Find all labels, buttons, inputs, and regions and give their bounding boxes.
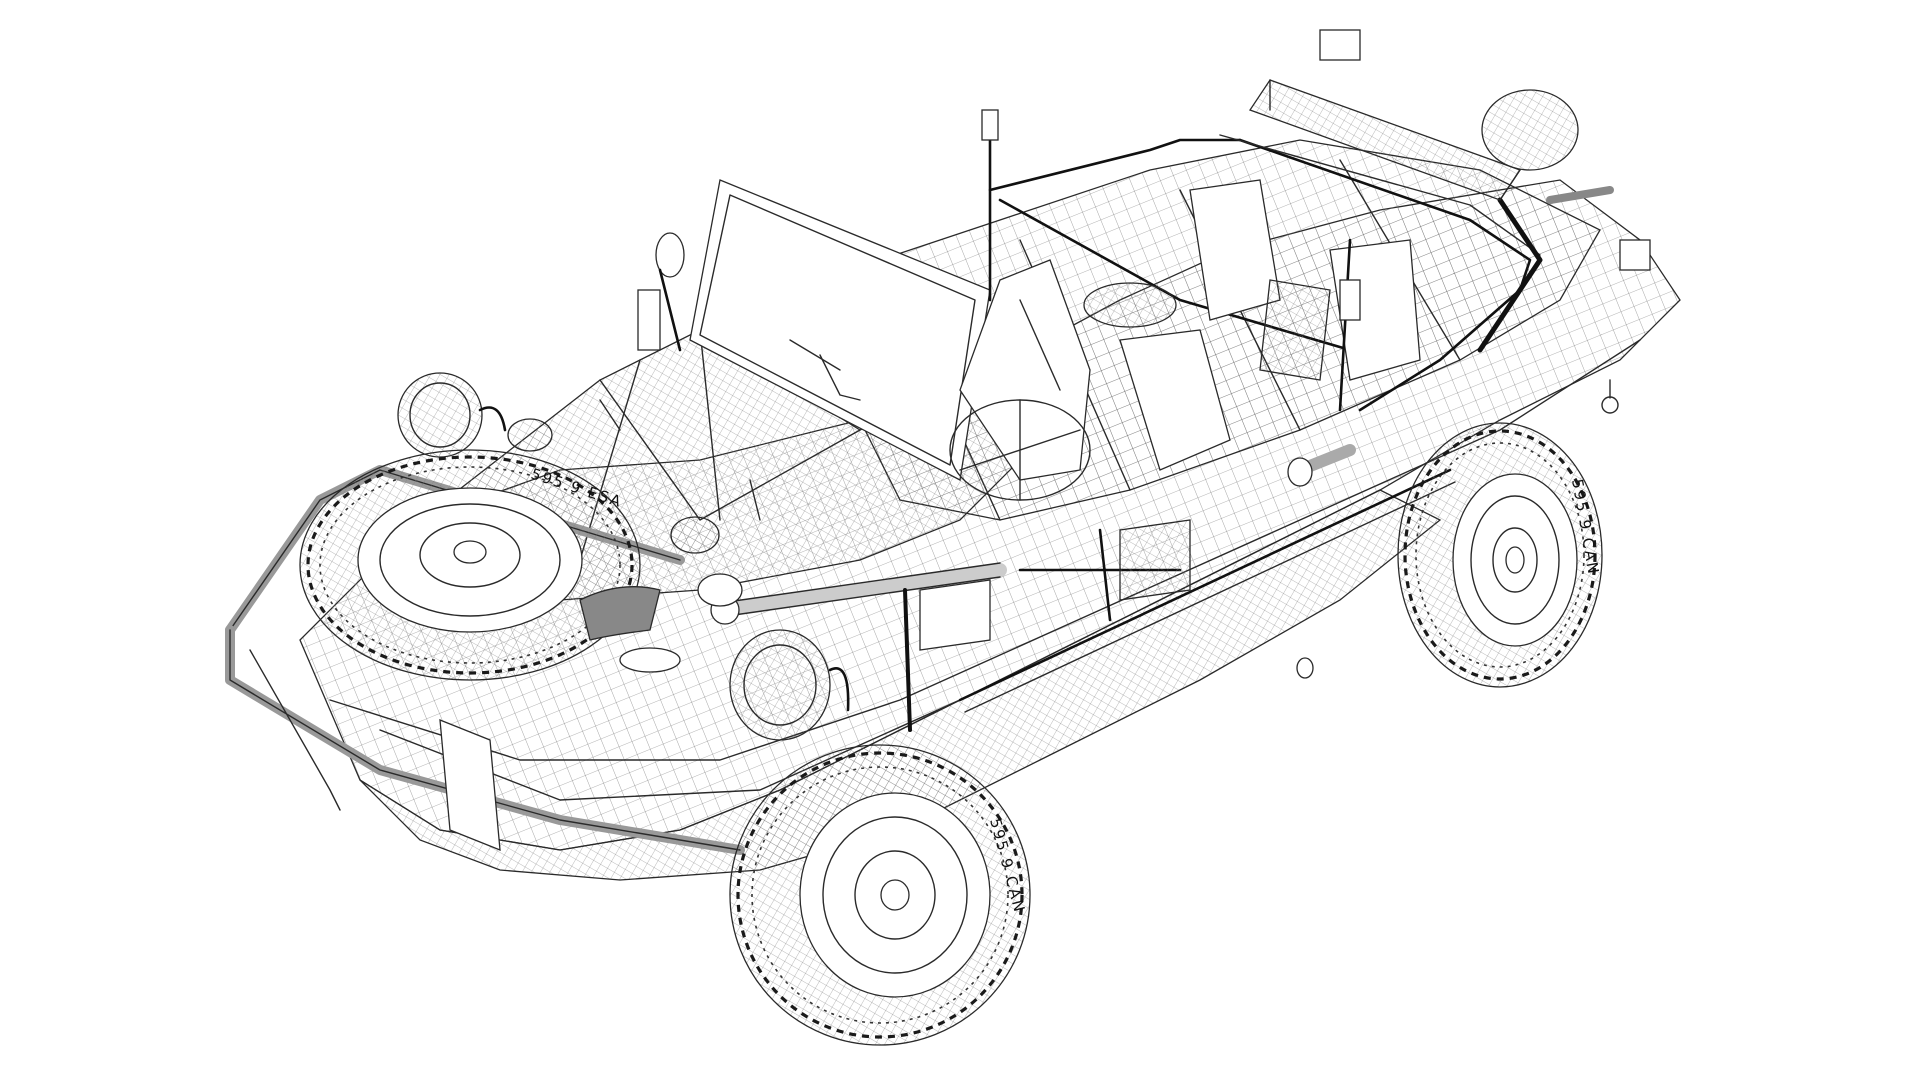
rear-rack: [1248, 29, 1651, 271]
side-tools: [710, 444, 1356, 732]
gun-mounts: [981, 109, 1361, 412]
spare-tire: 595 9 ESA: [299, 449, 641, 681]
steering-wheel: [949, 399, 1091, 501]
left-headlamp: [397, 372, 507, 458]
right-headlamp: [729, 629, 850, 741]
rear-wheel: 595 9 CAN: [1397, 422, 1603, 688]
front-wheel: 595 9 CAN: [729, 744, 1031, 1046]
windshield: [689, 179, 991, 481]
seats: [959, 179, 1421, 481]
front-hardware: [507, 399, 761, 673]
rear-tow-hook: [1296, 379, 1619, 679]
side-mirror: [637, 232, 685, 352]
